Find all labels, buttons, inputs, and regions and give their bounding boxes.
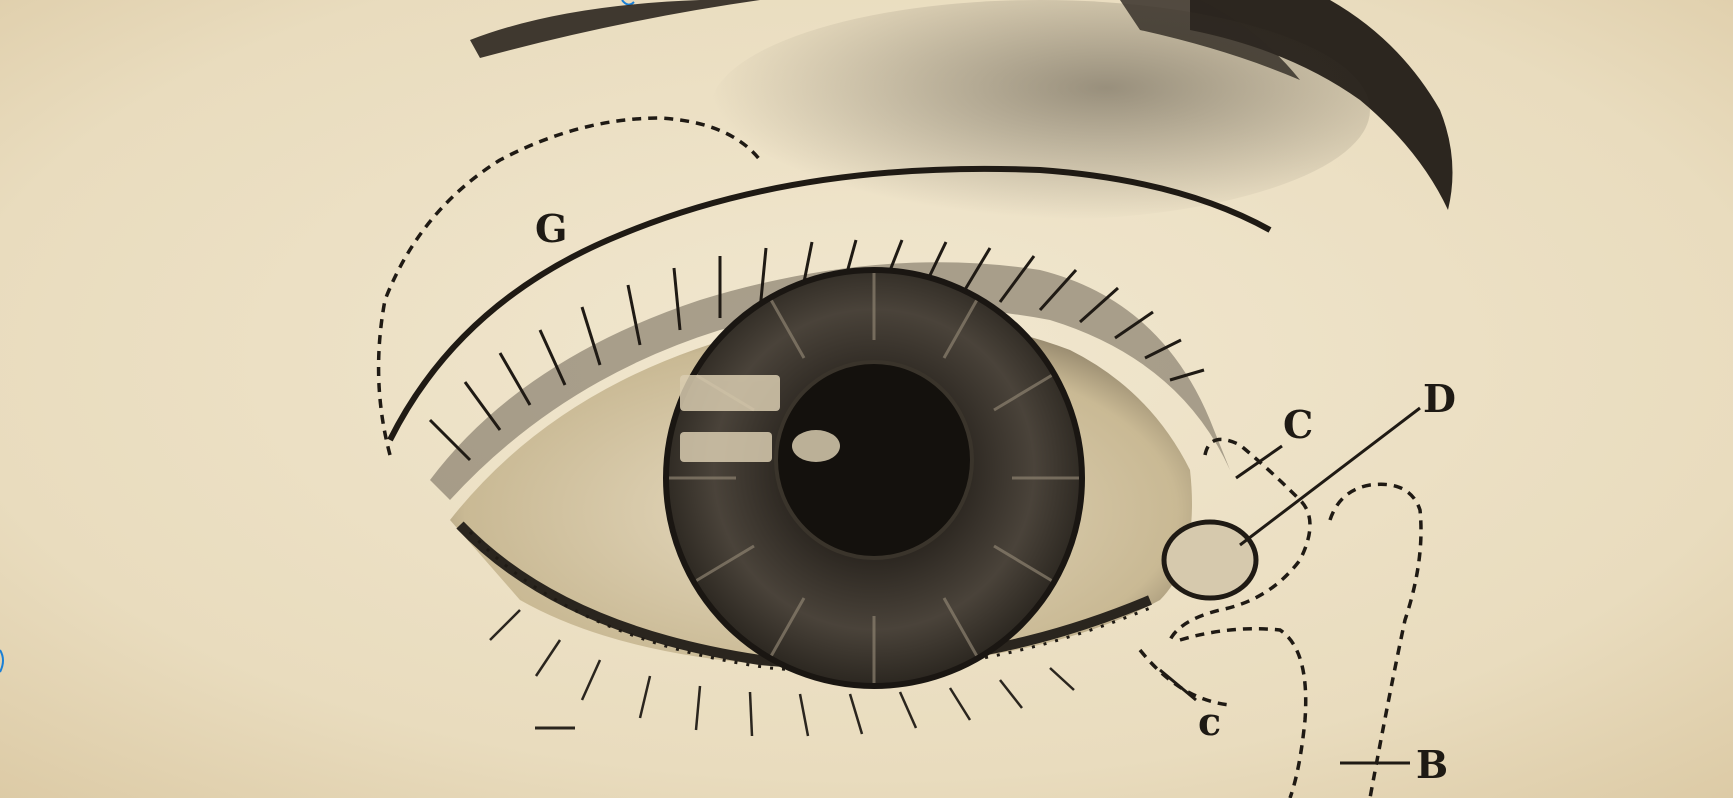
label-c-upper: C bbox=[1283, 402, 1313, 447]
label-b: B bbox=[1416, 742, 1448, 787]
brow-shading bbox=[710, 0, 1370, 220]
label-g: G bbox=[535, 206, 567, 251]
label-c-lower: c bbox=[1198, 699, 1221, 744]
label-d: D bbox=[1423, 376, 1456, 421]
lacrimal-caruncle bbox=[1164, 522, 1256, 598]
